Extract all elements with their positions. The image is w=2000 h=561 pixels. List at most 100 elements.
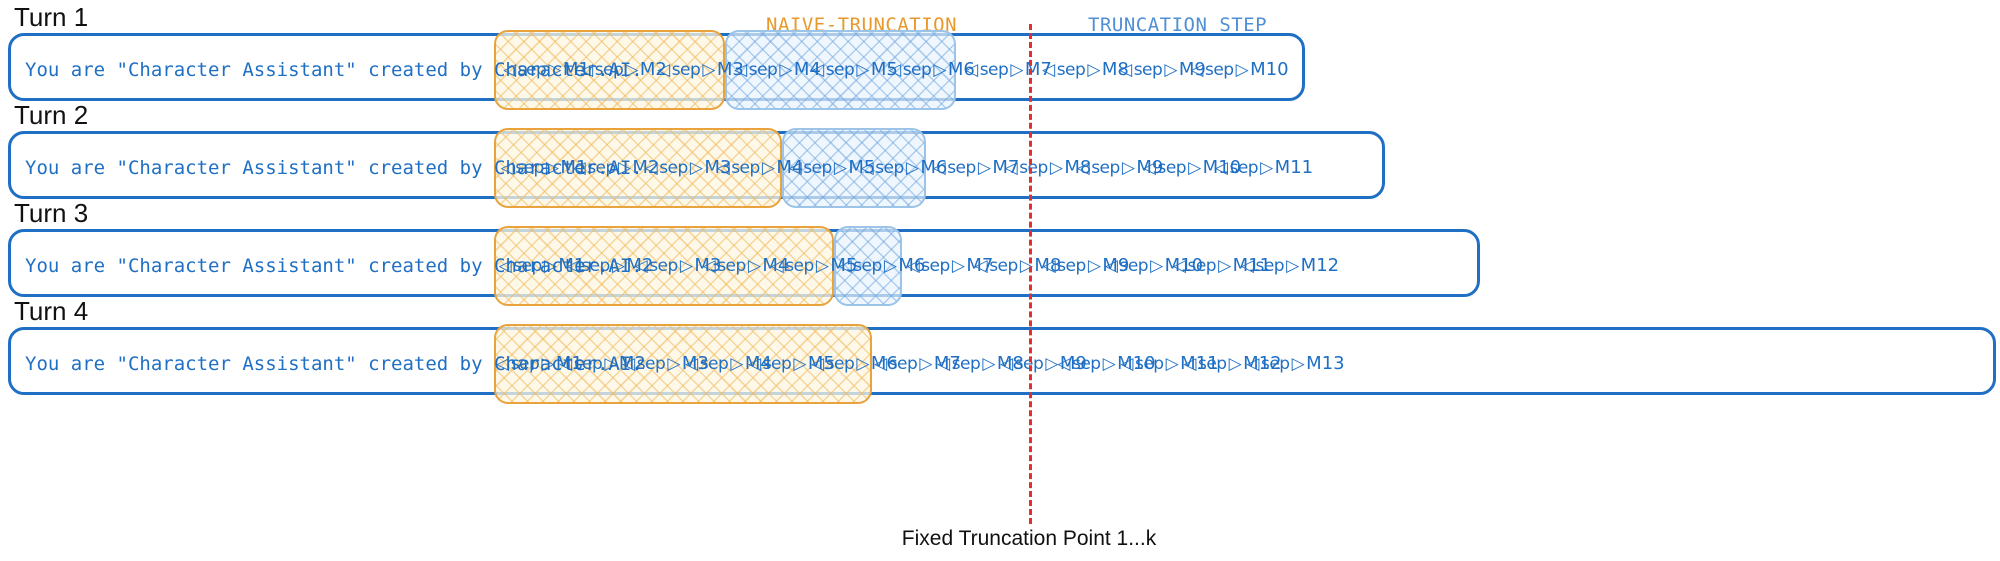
message-token: M6 — [920, 157, 948, 178]
sep-open-icon: ◁ — [1042, 59, 1055, 80]
sep-close-icon: ▷ — [667, 353, 680, 374]
sep-open-icon: ◁ — [498, 255, 512, 276]
sep-open-icon: ◁ — [496, 353, 509, 374]
sep-token-label: sep — [731, 157, 760, 178]
sep-token-label: sep — [1057, 255, 1086, 276]
message-segment: ◁sep▷M9 — [1000, 355, 1087, 373]
sep-open-icon: ◁ — [580, 59, 593, 80]
sep-token-label: sep — [1260, 353, 1290, 374]
message-token: M7 — [992, 157, 1020, 178]
sep-open-icon: ◁ — [1214, 157, 1228, 178]
system-prompt-text: You are "Character Assistant" created by… — [25, 353, 643, 375]
sep-token-label: sep — [587, 157, 616, 178]
sep-close-icon: ▷ — [779, 59, 792, 80]
sep-open-icon: ◁ — [1042, 255, 1056, 276]
sep-open-icon: ◁ — [1240, 255, 1254, 276]
sep-token-label: sep — [581, 255, 610, 276]
message-sequence: ◁sep▷M1◁sep▷M2◁sep▷M3◁sep▷M4◁sep▷M5◁sep▷… — [496, 353, 1344, 374]
message-sequence: ◁sep▷M1◁sep▷M2◁sep▷M3◁sep▷M4◁sep▷M5◁sep▷… — [501, 157, 1313, 178]
sep-close-icon: ▷ — [833, 157, 847, 178]
sep-token-label: sep — [748, 59, 778, 80]
sep-close-icon: ▷ — [702, 59, 715, 80]
sep-close-icon: ▷ — [1260, 157, 1273, 178]
message-token: M12 — [1243, 353, 1282, 374]
sep-close-icon: ▷ — [1087, 59, 1100, 80]
system-prompt-text: You are "Character Assistant" created by… — [25, 59, 643, 81]
sep-close-icon: ▷ — [951, 255, 965, 276]
sep-open-icon: ◁ — [748, 353, 761, 374]
sep-open-icon: ◁ — [634, 255, 648, 276]
message-segment: ◁sep▷M8 — [1005, 157, 1092, 178]
sep-token-label: sep — [902, 59, 932, 80]
message-segment: ◁sep▷M10 — [1190, 61, 1288, 79]
sep-close-icon: ▷ — [761, 157, 775, 178]
sep-close-icon: ▷ — [1188, 157, 1201, 178]
message-segment: ◁sep▷M5 — [789, 157, 876, 178]
message-token: M3 — [681, 353, 709, 374]
sep-open-icon: ◁ — [657, 59, 670, 80]
sep-close-icon: ▷ — [1291, 353, 1305, 374]
sep-open-icon: ◁ — [1120, 353, 1133, 374]
context-window-pill: You are "Character Assistant" created by… — [8, 324, 1996, 404]
sep-token-label: sep — [717, 255, 746, 276]
message-token: M5 — [830, 255, 858, 276]
fixed-truncation-line — [1029, 24, 1032, 524]
message-segment: ◁sep▷M6 — [811, 355, 898, 373]
sep-open-icon: ◁ — [1142, 157, 1156, 178]
sep-open-icon: ◁ — [572, 157, 586, 178]
sep-token-label: sep — [517, 59, 547, 80]
message-token: M3 — [694, 255, 722, 276]
sep-close-icon: ▷ — [747, 255, 761, 276]
sep-token-label: sep — [1134, 353, 1164, 374]
message-token: M11 — [1274, 157, 1314, 178]
message-token: M3 — [704, 157, 732, 178]
sep-open-icon: ◁ — [838, 255, 852, 276]
sep-token-label: sep — [875, 157, 904, 178]
sep-close-icon: ▷ — [730, 353, 743, 374]
message-segment: ◁sep▷M7 — [965, 61, 1052, 79]
sep-open-icon: ◁ — [566, 255, 580, 276]
message-token: M1 — [555, 353, 583, 374]
sep-open-icon: ◁ — [1172, 255, 1186, 276]
sep-open-icon: ◁ — [770, 255, 784, 276]
message-segment: ◁sep▷M6 — [839, 255, 926, 276]
sep-token-label: sep — [853, 255, 882, 276]
sep-token-label: sep — [1197, 353, 1227, 374]
message-segment: ◁sep▷M10 — [1143, 157, 1241, 178]
message-segment: ◁sep▷M2 — [573, 157, 660, 178]
sep-open-icon: ◁ — [734, 59, 747, 80]
sep-open-icon: ◁ — [811, 353, 824, 374]
message-segment: ◁sep▷M8 — [1042, 59, 1129, 80]
sep-open-icon: ◁ — [622, 353, 635, 374]
sep-token-label: sep — [1091, 157, 1120, 178]
sep-token-label: sep — [1019, 157, 1048, 178]
sep-token-label: sep — [1157, 157, 1187, 178]
sep-close-icon: ▷ — [933, 59, 946, 80]
message-token: M1 — [562, 59, 590, 80]
message-token: M9 — [1178, 59, 1206, 80]
message-token: M5 — [870, 59, 898, 80]
message-token: M6 — [870, 353, 898, 374]
message-token: M11 — [1232, 255, 1272, 276]
sep-close-icon: ▷ — [543, 255, 557, 276]
sep-close-icon: ▷ — [1102, 353, 1116, 374]
message-segment: ◁sep▷M7 — [874, 355, 961, 373]
message-token: M2 — [618, 353, 646, 374]
message-segment: ◁sep▷M2 — [567, 255, 654, 276]
message-token: M10 — [1202, 157, 1242, 178]
message-segment: ◁sep▷M4 — [703, 255, 790, 276]
sep-close-icon: ▷ — [977, 157, 991, 178]
sep-close-icon: ▷ — [905, 157, 919, 178]
sep-close-icon: ▷ — [611, 255, 625, 276]
message-segment: ◁sep▷M9 — [1119, 61, 1206, 79]
sep-close-icon: ▷ — [793, 353, 806, 374]
message-segment: ◁sep▷M11 — [1173, 257, 1271, 275]
message-segment: ◁sep▷M9 — [1077, 157, 1164, 178]
sep-close-icon: ▷ — [679, 255, 693, 276]
legend-truncation-step: TRUNCATION_STEP — [1088, 14, 1268, 36]
message-sequence: ◁sep▷M1◁sep▷M2◁sep▷M3◁sep▷M4◁sep▷M5◁sep▷… — [499, 255, 1339, 276]
sep-token-label: sep — [825, 59, 855, 80]
sep-open-icon: ◁ — [559, 353, 572, 374]
message-segment: ◁sep▷M4 — [734, 59, 821, 80]
message-token: M9 — [1059, 353, 1087, 374]
